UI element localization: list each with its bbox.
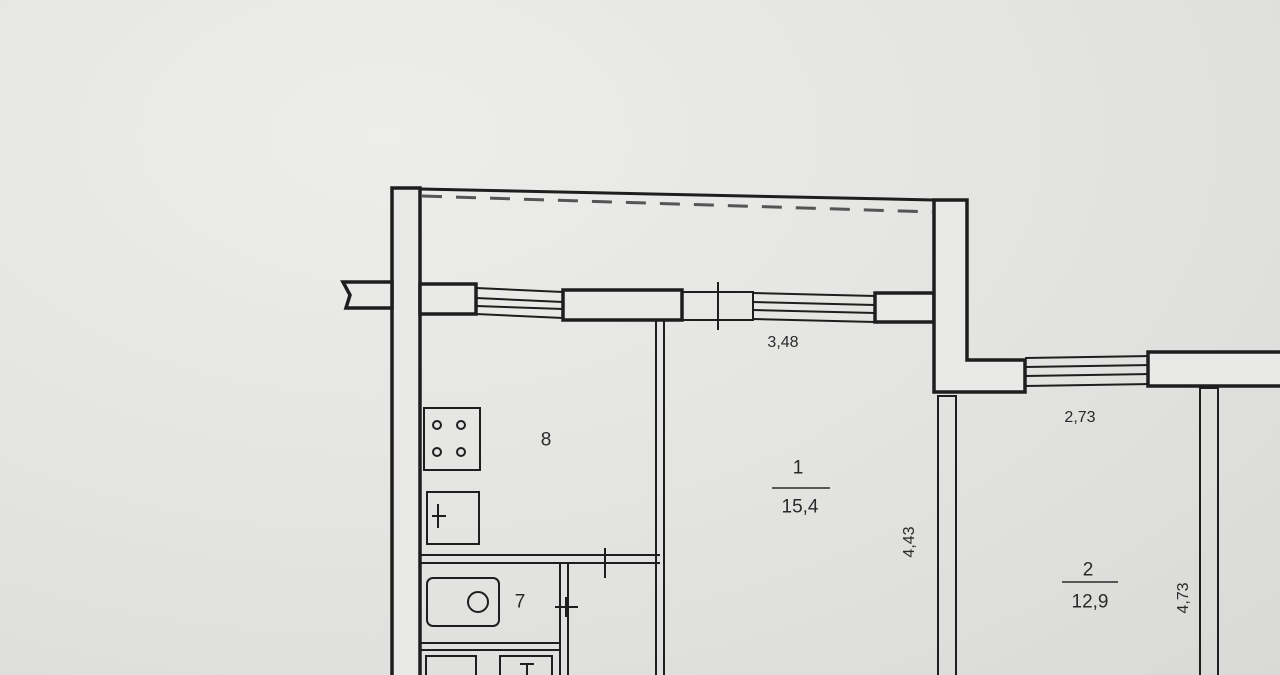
- wall-pier-4: [1146, 350, 1280, 388]
- window-1: [475, 287, 564, 319]
- wall-right-step: [932, 198, 1027, 394]
- dimension-room-1-length: 4,43: [901, 526, 918, 558]
- stove-icon: [423, 407, 481, 471]
- window-3: [1024, 355, 1149, 387]
- wall-left-outer: [390, 186, 422, 675]
- window-2: [752, 292, 876, 323]
- partition-kitchen-room: [655, 319, 665, 675]
- room-2-area: 12,9: [1071, 591, 1109, 613]
- room-1-number: 1: [792, 457, 804, 479]
- dimension-room-1-width: 3,48: [767, 334, 799, 351]
- dimension-room-2-width: 2,73: [1064, 409, 1096, 426]
- wall-pier-2: [561, 288, 684, 322]
- toilet-icon: [426, 577, 500, 627]
- room-2-number: 2: [1082, 559, 1094, 581]
- bathtub-icon: [425, 655, 553, 675]
- room-1-area: 15,4: [781, 496, 819, 518]
- sink-icon: [426, 491, 480, 545]
- balcony-edge: [421, 194, 933, 214]
- room-7-number: 7: [514, 591, 526, 613]
- wall-pier-3: [873, 291, 936, 324]
- wall-left-stub: [340, 280, 394, 310]
- balcony-top: [419, 187, 935, 202]
- dimension-room-2-length: 4,73: [1175, 582, 1192, 614]
- balcony-door: [681, 282, 754, 330]
- partition-room1-room2: [937, 395, 957, 675]
- partition-room2-right: [1199, 387, 1219, 675]
- wall-pier-1: [418, 282, 478, 316]
- room-8-number: 8: [540, 429, 552, 451]
